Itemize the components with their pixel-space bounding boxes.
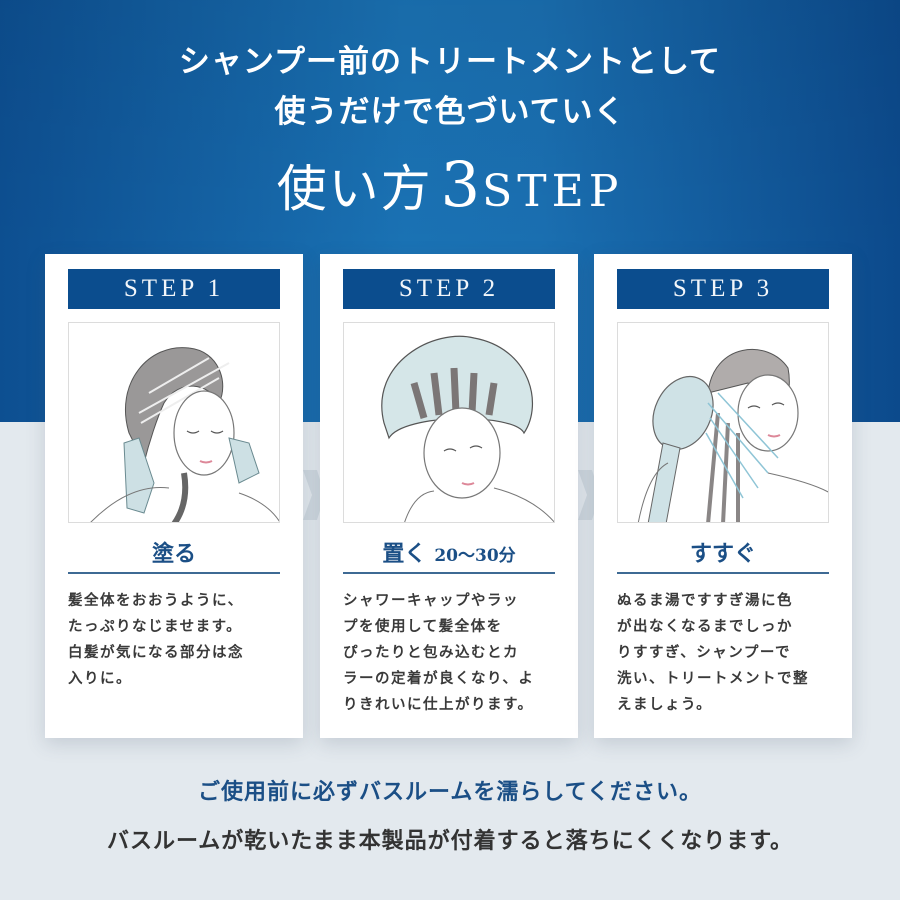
description-line: ラーの定着が良くなり、よ: [343, 671, 535, 687]
step-card-2: STEP 2 置く 20〜30分 シャワーキャップやラッ プを使用して髪全体を ぴ…: [320, 254, 578, 738]
woman-gloves-illustration-icon: [90, 347, 279, 522]
description-line: ぬるま湯ですすぎ湯に色: [617, 593, 793, 609]
illustration-applying-treatment: [68, 322, 280, 523]
woman-shower-cap-illustration-icon: [381, 335, 554, 522]
hero-title-jp: 使い方: [276, 160, 433, 218]
step-action: 塗る: [151, 541, 196, 567]
step-label: STEP 2: [343, 269, 555, 309]
description-line: 白髪が気になる部分は念: [68, 645, 244, 661]
description-line: が出なくなるまでしっか: [617, 619, 793, 635]
description-line: 洗い、トリートメントで整: [617, 671, 809, 687]
description-line: ぴったりと包み込むとカ: [343, 645, 519, 661]
description-line: プを使用して髪全体を: [343, 619, 503, 635]
step-action: すすぐ: [689, 541, 756, 567]
illustration-rinsing: [617, 322, 829, 523]
description-line: 髪全体をおおうように、: [68, 593, 244, 609]
description-line: 入りに。: [68, 671, 132, 687]
woman-shower-illustration-icon: [637, 348, 828, 522]
step-label: STEP 1: [68, 269, 280, 309]
step-card-1: STEP 1 塗る 髪全体をおおうように、 たっぷりなじませます。 白髪が気にな…: [45, 254, 303, 738]
step-label: STEP 3: [617, 269, 829, 309]
step-action-title: すすぐ: [617, 534, 829, 574]
step-action: 置く: [382, 541, 427, 567]
hero-title-step: STEP: [482, 166, 624, 217]
step-description: シャワーキャップやラッ プを使用して髪全体を ぴったりと包み込むとカ ラーの定着…: [343, 588, 557, 718]
notice-secondary: バスルームが乾いたまま本製品が付着すると落ちにくくなります。: [106, 829, 794, 854]
step-duration: 20〜30分: [434, 546, 516, 566]
illustration-shower-cap: [343, 322, 555, 523]
notice-primary: ご使用前に必ずバスルームを濡らしてください。: [197, 780, 703, 805]
hero-subtitle-line2: 使うだけで色づいていく: [274, 94, 626, 130]
hero-title-number: 3: [440, 148, 483, 221]
step-action-title: 置く 20〜30分: [343, 534, 555, 574]
step-card-3: STEP 3 すすぐ ぬるま湯ですすぎ湯に色 が出なくなるまでしっか りすすぎ、…: [594, 254, 852, 738]
step-description: ぬるま湯ですすぎ湯に色 が出なくなるまでしっか りすすぎ、シャンプーで 洗い、ト…: [617, 588, 831, 718]
hero-subtitle-line1: シャンプー前のトリートメントとして: [178, 44, 722, 80]
description-line: りきれいに仕上がります。: [343, 697, 534, 713]
step-action-title: 塗る: [68, 534, 280, 574]
description-line: たっぷりなじませます。: [68, 619, 243, 635]
description-line: シャワーキャップやラッ: [343, 593, 519, 609]
chevron-right-icon: [303, 470, 325, 520]
step-description: 髪全体をおおうように、 たっぷりなじませます。 白髪が気になる部分は念 入りに。: [68, 588, 282, 692]
description-line: りすすぎ、シャンプーで: [617, 645, 791, 661]
description-line: えましょう。: [617, 697, 713, 713]
